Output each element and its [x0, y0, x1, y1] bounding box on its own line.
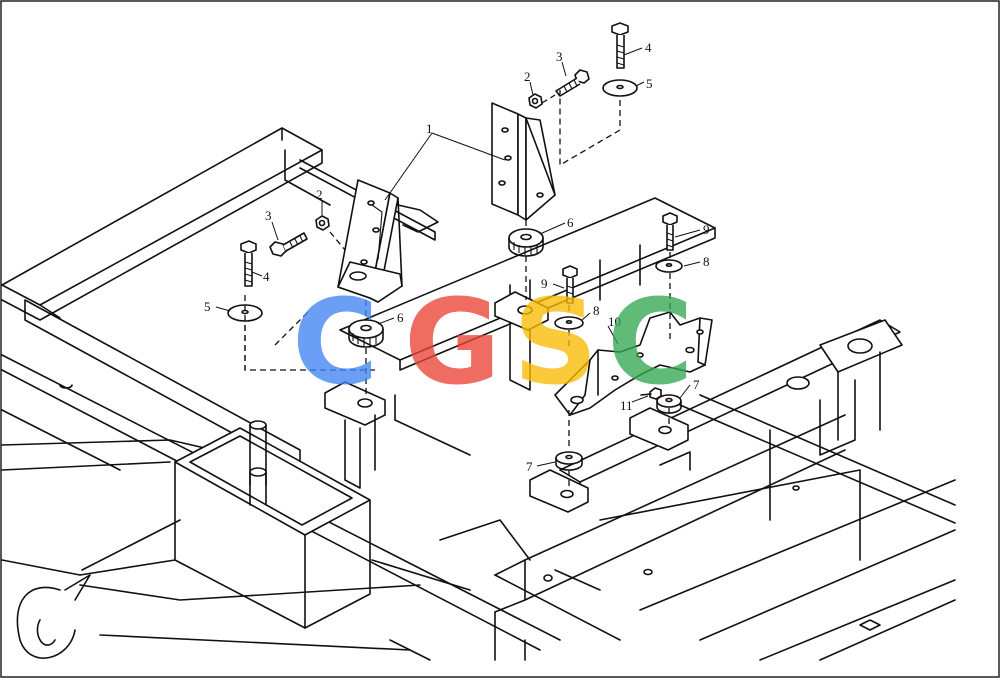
assembly-lines — [244, 90, 671, 490]
callout-nut-left: 2 — [316, 187, 323, 202]
mount-bracket-right — [491, 102, 556, 221]
mount-bracket-left — [337, 179, 439, 303]
callout-washer-small-right: 8 — [703, 254, 710, 269]
callout-bracket: 1 — [426, 121, 433, 136]
leader-lines — [215, 47, 701, 467]
callout-bolt-small-right: 9 — [703, 222, 710, 237]
callout-nut-top: 2 — [524, 69, 531, 84]
watermark-letter-s: S — [513, 273, 598, 411]
hitch-assembly — [1, 420, 531, 661]
callout-isolator-small-lower: 7 — [526, 459, 533, 474]
callout-vertical-bolt-top: 4 — [645, 40, 652, 55]
watermark-letter-g: G — [404, 273, 501, 411]
right-frame — [494, 319, 956, 661]
callout-vertical-bolt-left: 4 — [263, 269, 270, 284]
callout-bolt-left: 3 — [265, 208, 272, 223]
callout-labels: 1 2 2 3 3 4 4 5 5 6 6 7 7 8 8 9 9 10 11 — [204, 40, 710, 474]
callout-foot-bracket: 10 — [608, 314, 621, 329]
watermark-logo: C G S C — [292, 273, 694, 411]
callout-isolator-small-right: 7 — [693, 377, 700, 392]
watermark-letter-c2: C — [607, 273, 694, 411]
engine-mount-bracket — [529, 311, 713, 513]
callout-washer-left: 5 — [204, 299, 211, 314]
callout-isolator-left: 6 — [397, 310, 404, 325]
callout-pin: 11 — [620, 398, 633, 413]
callout-isolator-right: 6 — [567, 215, 574, 230]
callout-washer-small-mid: 8 — [593, 303, 600, 318]
callout-washer-top: 5 — [646, 76, 653, 91]
callout-bolt-top: 3 — [556, 49, 563, 64]
watermark-letter-c1: C — [292, 273, 379, 411]
hardware-parts — [227, 22, 683, 471]
callout-bolt-small-mid: 9 — [541, 276, 548, 291]
